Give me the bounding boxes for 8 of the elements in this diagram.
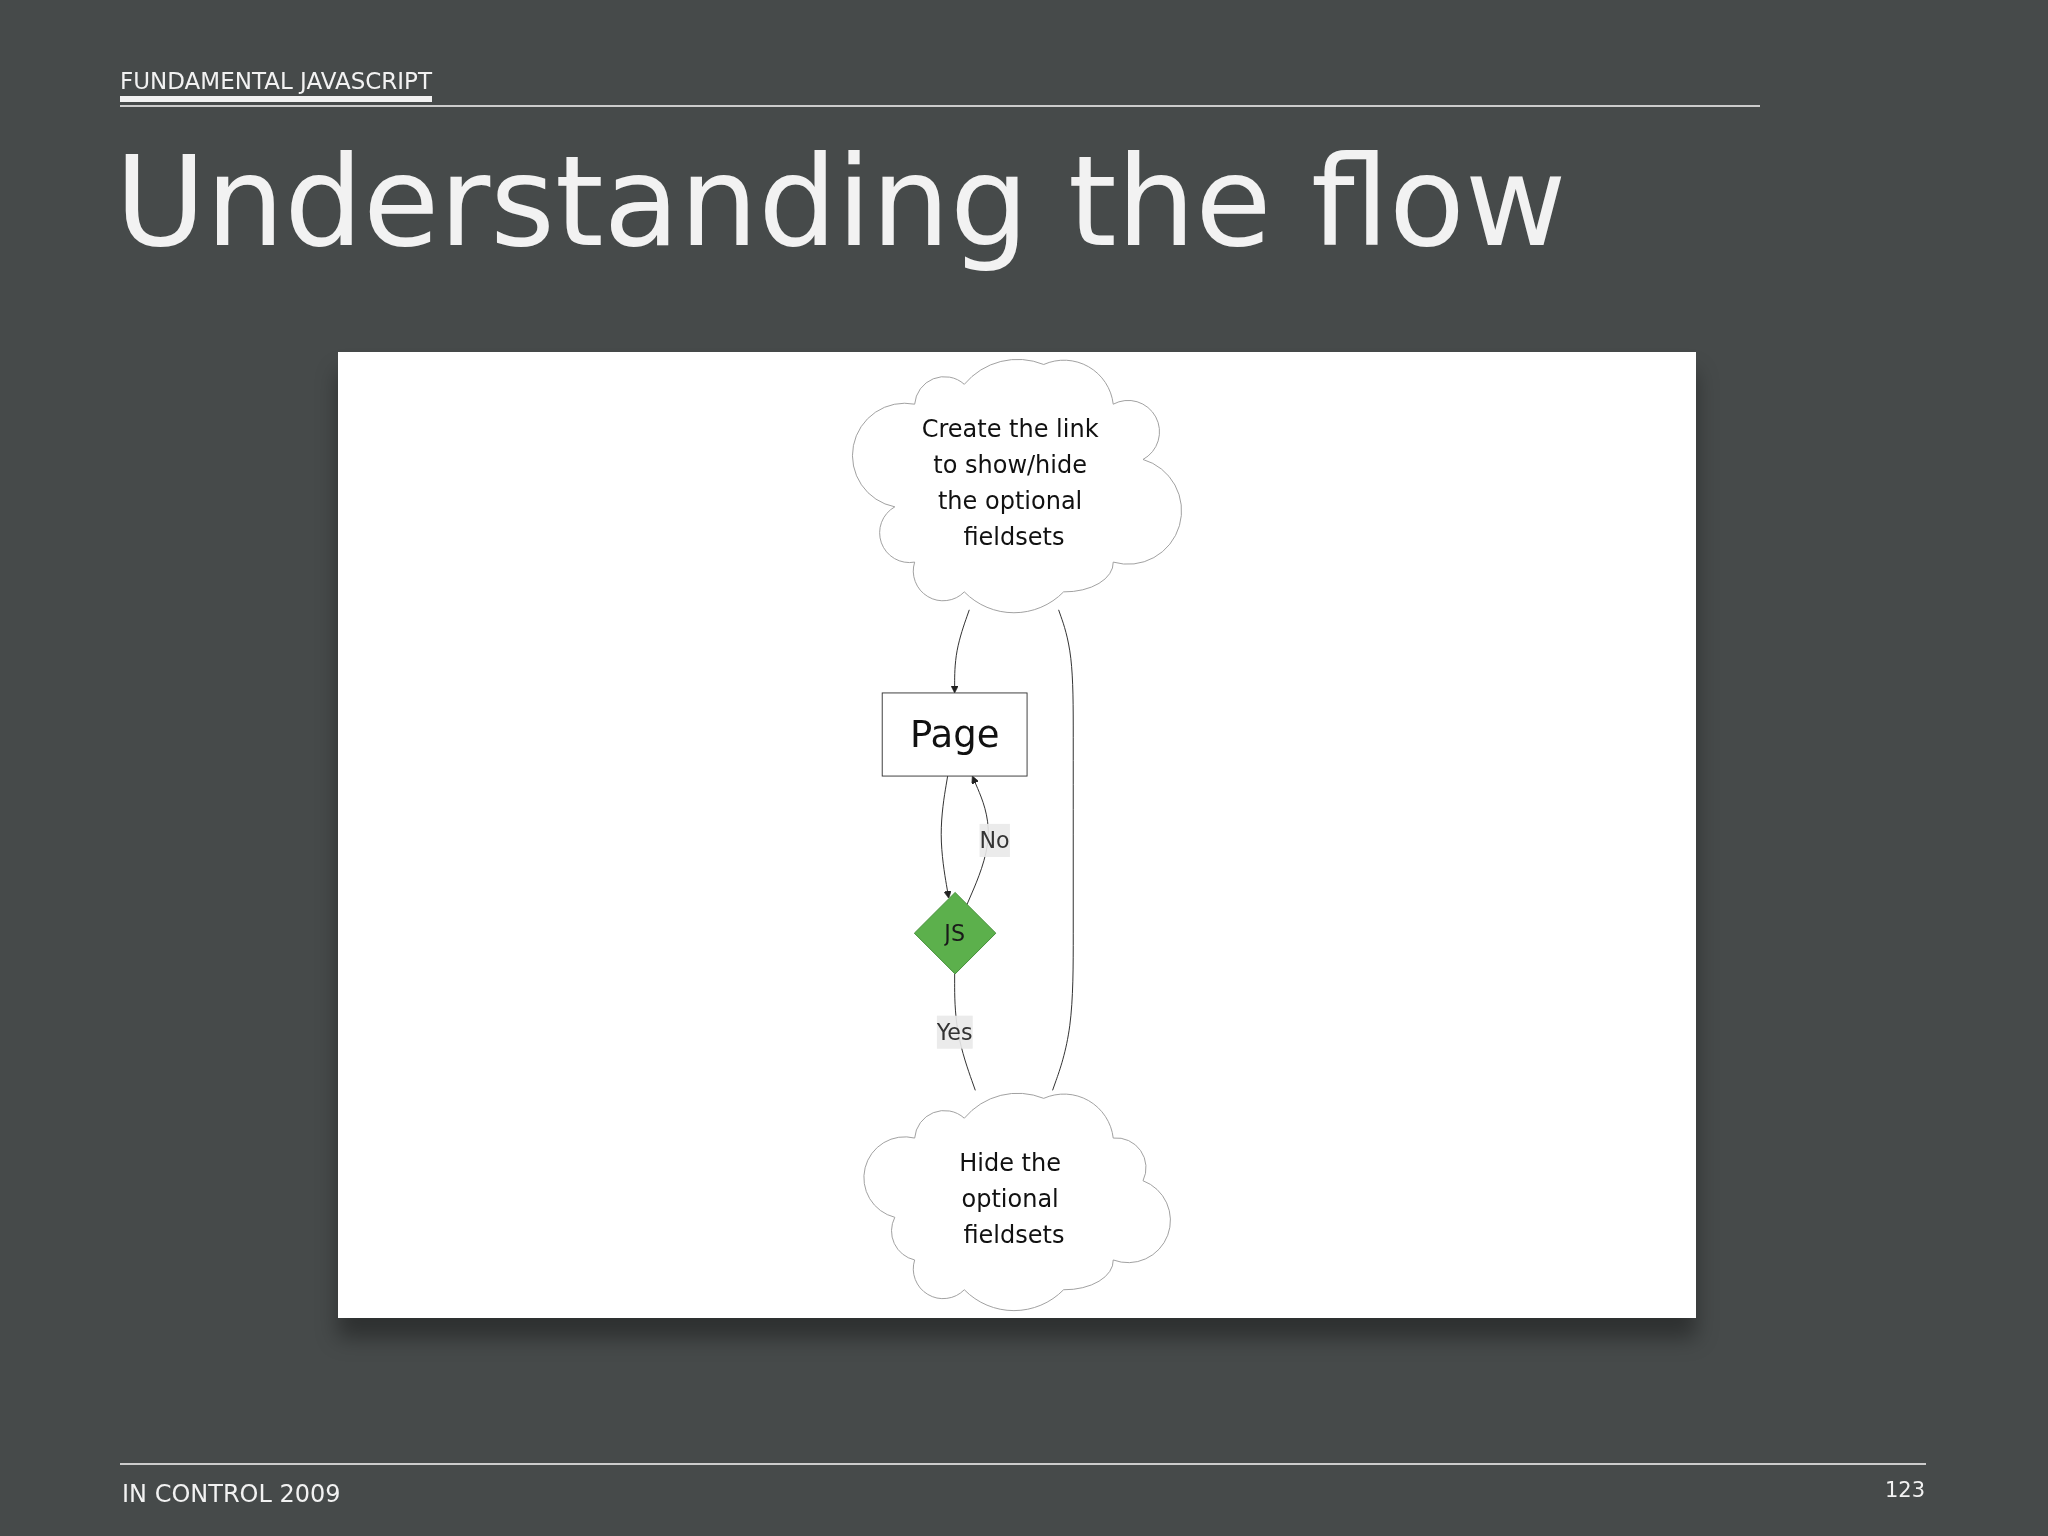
page-number: 123: [1884, 1478, 1925, 1502]
connector: [1052, 609, 1074, 1091]
slide-title: Understanding the flow: [115, 130, 1567, 274]
edge-label: No: [979, 827, 1010, 854]
node-box: [881, 692, 1028, 777]
footer-text: IN CONTROL 2009: [122, 1480, 341, 1508]
node-diamond: [913, 891, 997, 975]
edge-label: Yes: [936, 1019, 973, 1046]
